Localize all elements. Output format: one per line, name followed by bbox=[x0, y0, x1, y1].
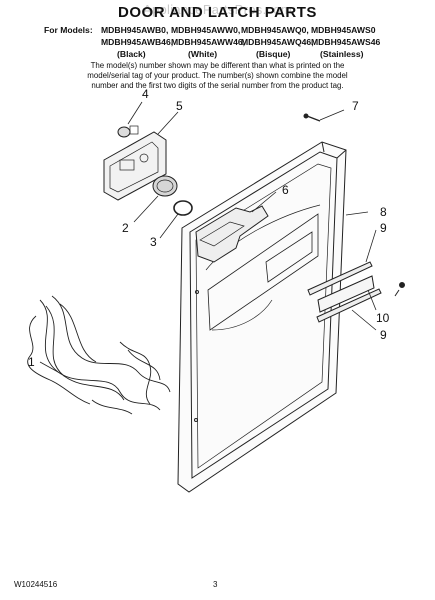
callout-4: 4 bbox=[142, 87, 149, 101]
for-models-label: For Models: bbox=[44, 25, 93, 35]
model-number: MDBH945AWW0, bbox=[171, 25, 241, 35]
model-note-line: The model(s) number shown may be differe… bbox=[90, 61, 345, 70]
latch-part bbox=[195, 205, 269, 263]
document-code: W10244516 bbox=[14, 580, 58, 589]
callout-9: 9 bbox=[380, 328, 387, 342]
screw-part bbox=[303, 113, 321, 122]
model-number: MDBH945AWQ0, bbox=[241, 25, 309, 35]
callout-5: 5 bbox=[176, 99, 183, 113]
callout-9: 9 bbox=[380, 221, 387, 235]
knob-part bbox=[117, 125, 139, 138]
callout-10: 10 bbox=[376, 311, 390, 325]
model-color: (Bisque) bbox=[256, 49, 291, 59]
callout-7: 7 bbox=[352, 99, 359, 113]
model-number: MDBH945AWS46 bbox=[311, 37, 381, 47]
model-number: MDBH945AWS0 bbox=[311, 25, 376, 35]
model-number: MDBH945AWW46, bbox=[171, 37, 246, 47]
watermark: AppliancePartsPros.com bbox=[143, 2, 292, 17]
callout-leaders bbox=[39, 101, 377, 373]
model-number: MDBH945AWB46, bbox=[101, 37, 174, 47]
callout-3: 3 bbox=[150, 235, 157, 249]
callout-1: 1 bbox=[28, 355, 35, 369]
model-number: MDBH945AWB0, bbox=[101, 25, 169, 35]
callout-6: 6 bbox=[282, 183, 289, 197]
model-note-line: model/serial tag of your product. The nu… bbox=[87, 71, 348, 80]
callout-8: 8 bbox=[380, 205, 387, 219]
bracket-part bbox=[317, 275, 375, 313]
model-color: (Black) bbox=[117, 49, 146, 59]
page-number: 3 bbox=[213, 580, 218, 589]
model-note-line: number and the first two digits of the s… bbox=[91, 81, 344, 90]
trim-strip-part bbox=[307, 261, 382, 323]
model-color: (Stainless) bbox=[320, 49, 364, 59]
small-screw-part bbox=[394, 282, 405, 297]
model-color: (White) bbox=[188, 49, 218, 59]
callout-2: 2 bbox=[122, 221, 129, 235]
gasket-part bbox=[173, 200, 193, 216]
wire-harness-part bbox=[27, 295, 171, 415]
dispenser-cap-part bbox=[152, 175, 178, 197]
control-panel-part bbox=[103, 131, 167, 201]
model-number: MDBH945AWQ46, bbox=[241, 37, 314, 47]
page-title: DOOR AND LATCH PARTS bbox=[118, 4, 317, 21]
